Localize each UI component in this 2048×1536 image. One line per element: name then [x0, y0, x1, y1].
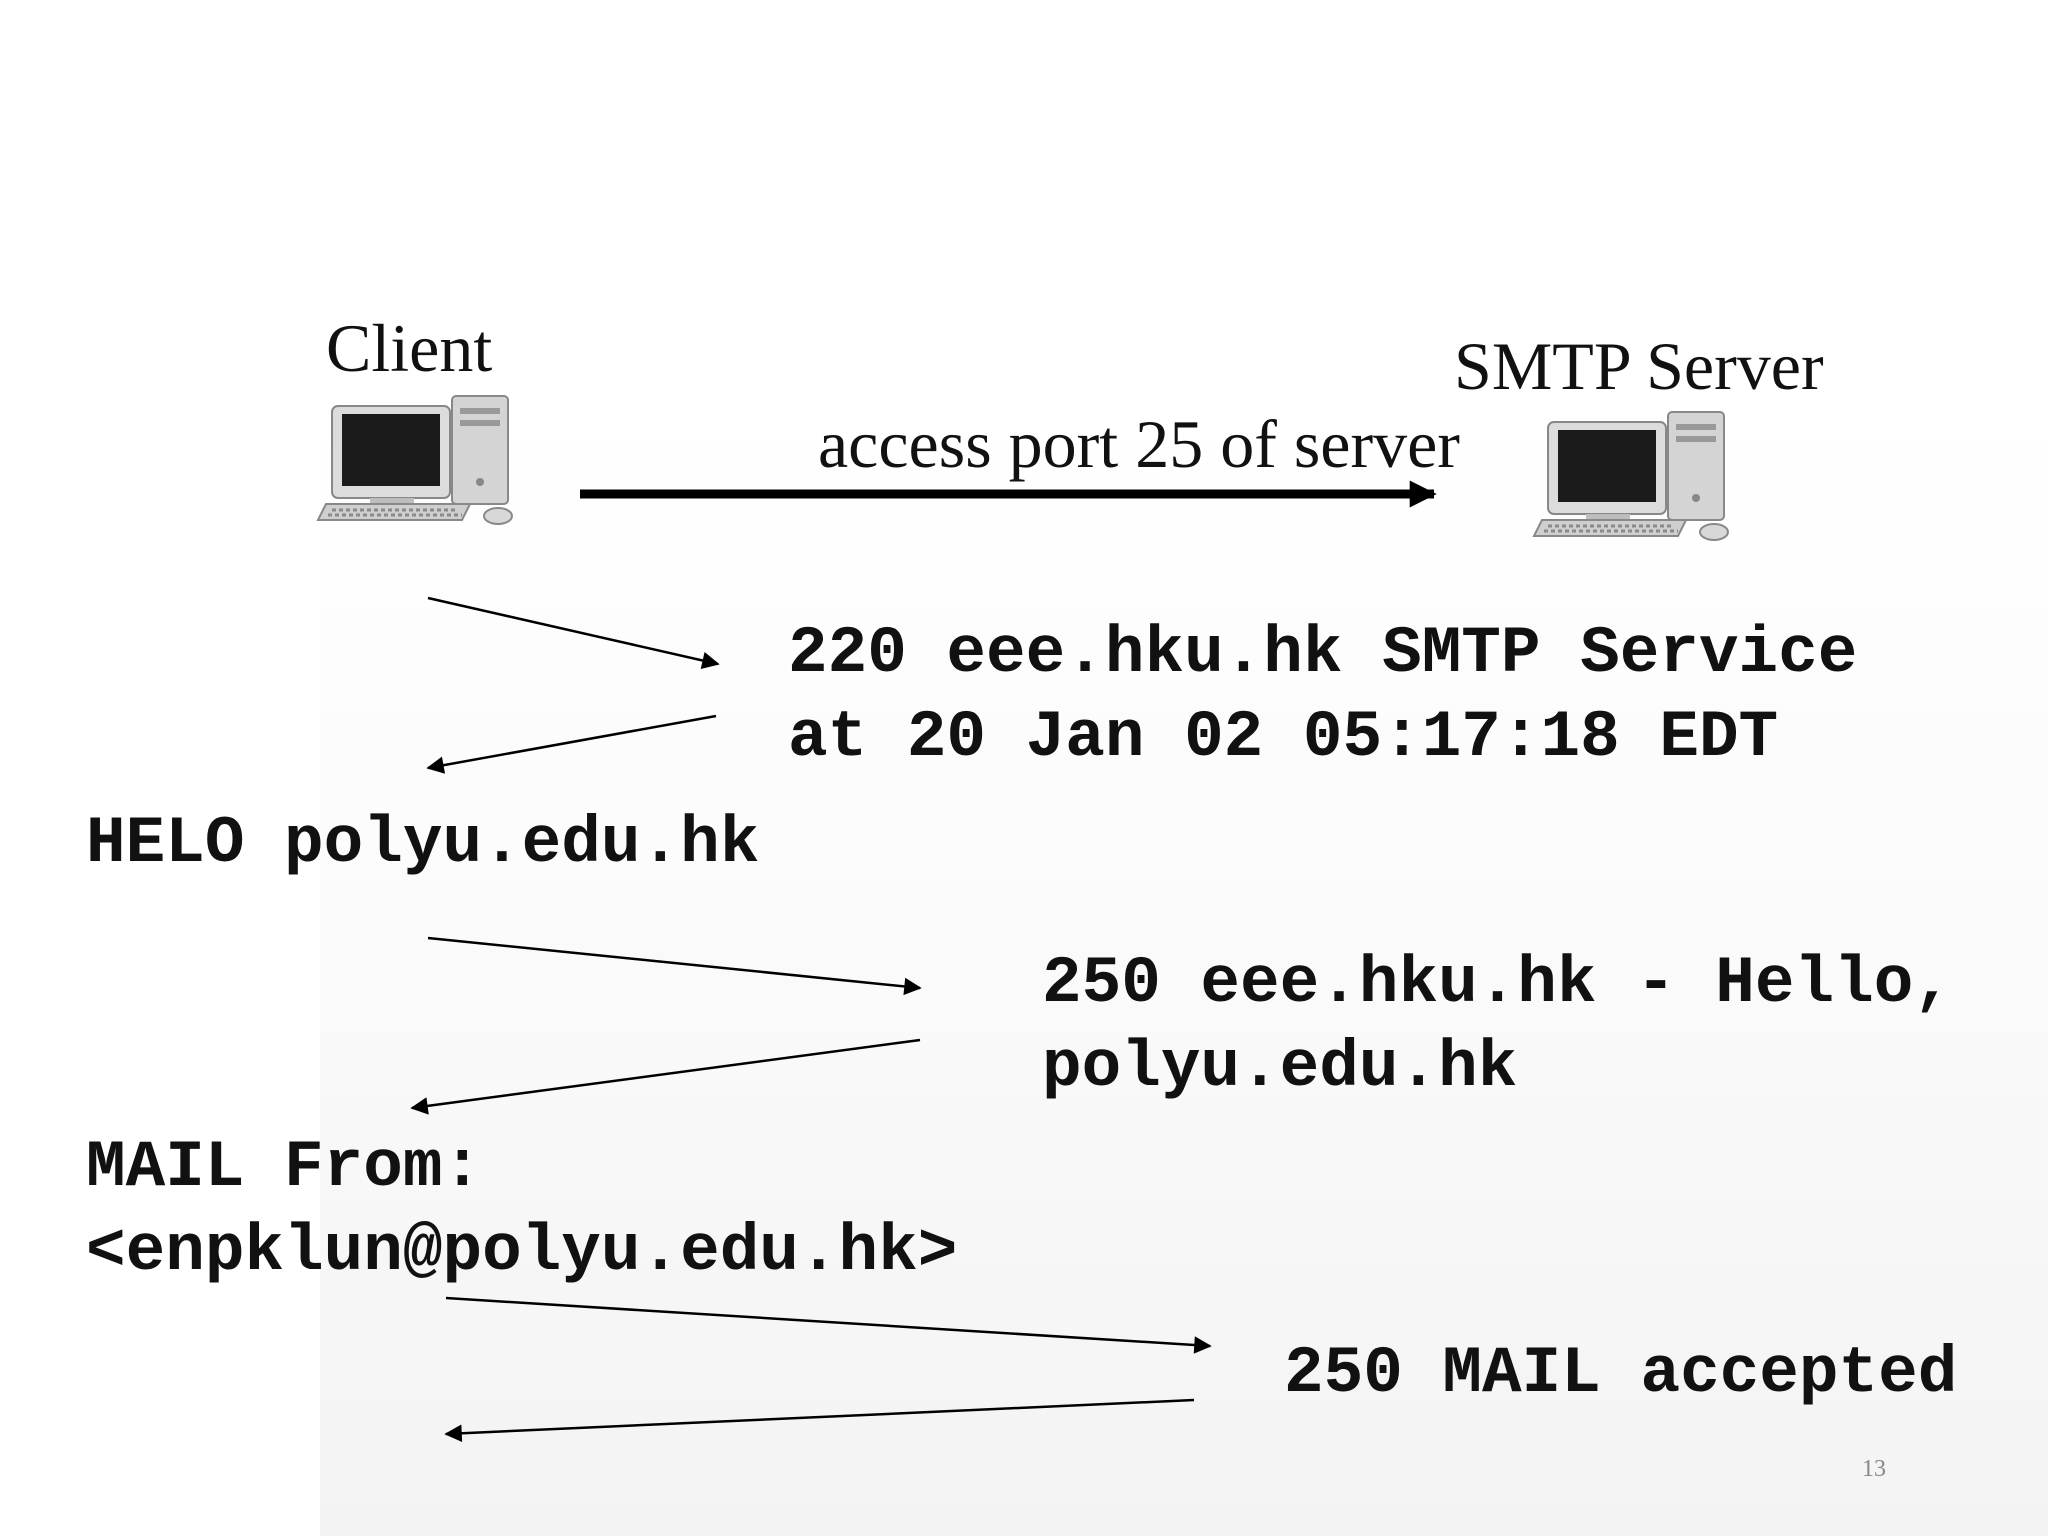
message-line: MAIL From: — [86, 1130, 483, 1205]
arrow-server-to-client-2 — [410, 1038, 921, 1115]
message-line: <enpklun@polyu.edu.hk> — [86, 1214, 958, 1289]
server-message-hello: 250 eee.hku.hk - Hello, polyu.edu.hk — [1042, 942, 1953, 1110]
message-line: HELO polyu.edu.hk — [86, 806, 760, 881]
arrow-client-to-server-3 — [445, 1296, 1212, 1354]
client-command-helo: HELO polyu.edu.hk — [86, 802, 759, 886]
message-line: 250 MAIL accepted — [1284, 1336, 1958, 1411]
message-line: 220 eee.hku.hk SMTP Service — [788, 616, 1858, 691]
server-message-greeting: 220 eee.hku.hk SMTP Service at 20 Jan 02… — [788, 612, 1857, 780]
slide-background-shade — [320, 400, 2048, 1536]
server-label: SMTP Server — [1454, 328, 1824, 404]
message-line: at 20 Jan 02 05:17:18 EDT — [788, 700, 1779, 775]
arrow-client-to-server-1 — [427, 596, 720, 670]
server-computer-icon — [1532, 411, 1729, 541]
connection-label: access port 25 of server — [818, 406, 1460, 482]
arrow-client-to-server-2 — [427, 936, 922, 996]
arrow-server-to-client-3 — [444, 1398, 1195, 1443]
page-number: 13 — [1862, 1456, 1886, 1482]
message-line: 250 eee.hku.hk - Hello, — [1042, 946, 1953, 1021]
client-computer-icon — [316, 395, 513, 525]
arrow-server-to-client-1 — [426, 714, 717, 774]
message-line: polyu.edu.hk — [1042, 1030, 1518, 1105]
server-message-mail-accepted: 250 MAIL accepted — [1284, 1332, 1957, 1416]
client-label: Client — [326, 310, 493, 386]
client-command-mail-from: MAIL From: <enpklun@polyu.edu.hk> — [86, 1126, 957, 1294]
